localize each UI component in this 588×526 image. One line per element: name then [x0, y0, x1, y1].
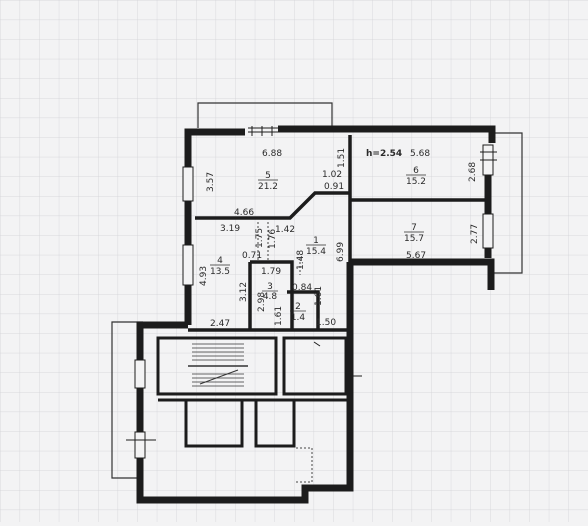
dim-1-76: 1.76 [268, 229, 278, 249]
dim-2-47: 2.47 [210, 319, 230, 329]
room-5-area: 21.2 [258, 182, 278, 192]
entrance-marks [126, 341, 362, 441]
dim-0-71: 0.71 [242, 251, 262, 261]
dim-3-12: 3.12 [239, 282, 249, 302]
dim-1-51: 1.51 [337, 148, 347, 168]
dim-1-61-right: 1.61 [314, 286, 324, 306]
room-3-number: 3 [267, 282, 273, 292]
window-mullions [248, 126, 497, 161]
interior-walls [188, 135, 488, 332]
dim-3-57: 3.57 [206, 172, 216, 192]
room-5-number: 5 [265, 171, 271, 181]
room-2-area: 1.4 [291, 313, 306, 323]
dim-1-75: 1.75 [255, 228, 265, 248]
room-1-area: 15.4 [306, 247, 326, 257]
ceiling-height-label: h=2.54 [366, 149, 402, 159]
dim-4-93: 4.93 [199, 266, 209, 286]
stair-arrow [199, 369, 239, 385]
room-3-area: 4.8 [263, 292, 278, 302]
dim-3-19: 3.19 [220, 224, 240, 234]
dim-1-61-left: 1.61 [274, 306, 284, 326]
dim-6-99: 6.99 [336, 242, 346, 262]
dashed-openings [257, 222, 301, 275]
room-1-number: 1 [313, 236, 319, 246]
dim-5-67: 5.67 [406, 251, 426, 261]
dim-0-84: 0.84 [292, 283, 312, 293]
room-4-number: 4 [217, 256, 223, 266]
room-2-number: 2 [295, 302, 301, 312]
room-7-number: 7 [411, 223, 417, 233]
room-6-number: 6 [413, 166, 419, 176]
dim-1-50: 1.50 [316, 318, 336, 328]
dim-6-88: 6.88 [262, 149, 282, 159]
dim-1-48: 1.48 [296, 250, 306, 270]
dim-2-77: 2.77 [470, 224, 480, 244]
dim-1-02: 1.02 [322, 170, 342, 180]
dim-1-79: 1.79 [261, 267, 281, 277]
dim-1-42: 1.42 [275, 225, 295, 235]
stair-treads [188, 343, 248, 387]
utility-dashed [296, 447, 313, 483]
dim-2-98: 2.98 [257, 292, 267, 312]
dim-0-91: 0.91 [324, 182, 344, 192]
dim-5-68: 5.68 [410, 149, 430, 159]
room-6-area: 15.2 [406, 177, 426, 187]
room-4-area: 13.5 [210, 267, 230, 277]
dim-2-68: 2.68 [468, 162, 478, 182]
dim-4-66: 4.66 [234, 208, 254, 218]
balconies [111, 102, 523, 479]
room-7-area: 15.7 [404, 234, 424, 244]
stair-block [156, 336, 350, 448]
